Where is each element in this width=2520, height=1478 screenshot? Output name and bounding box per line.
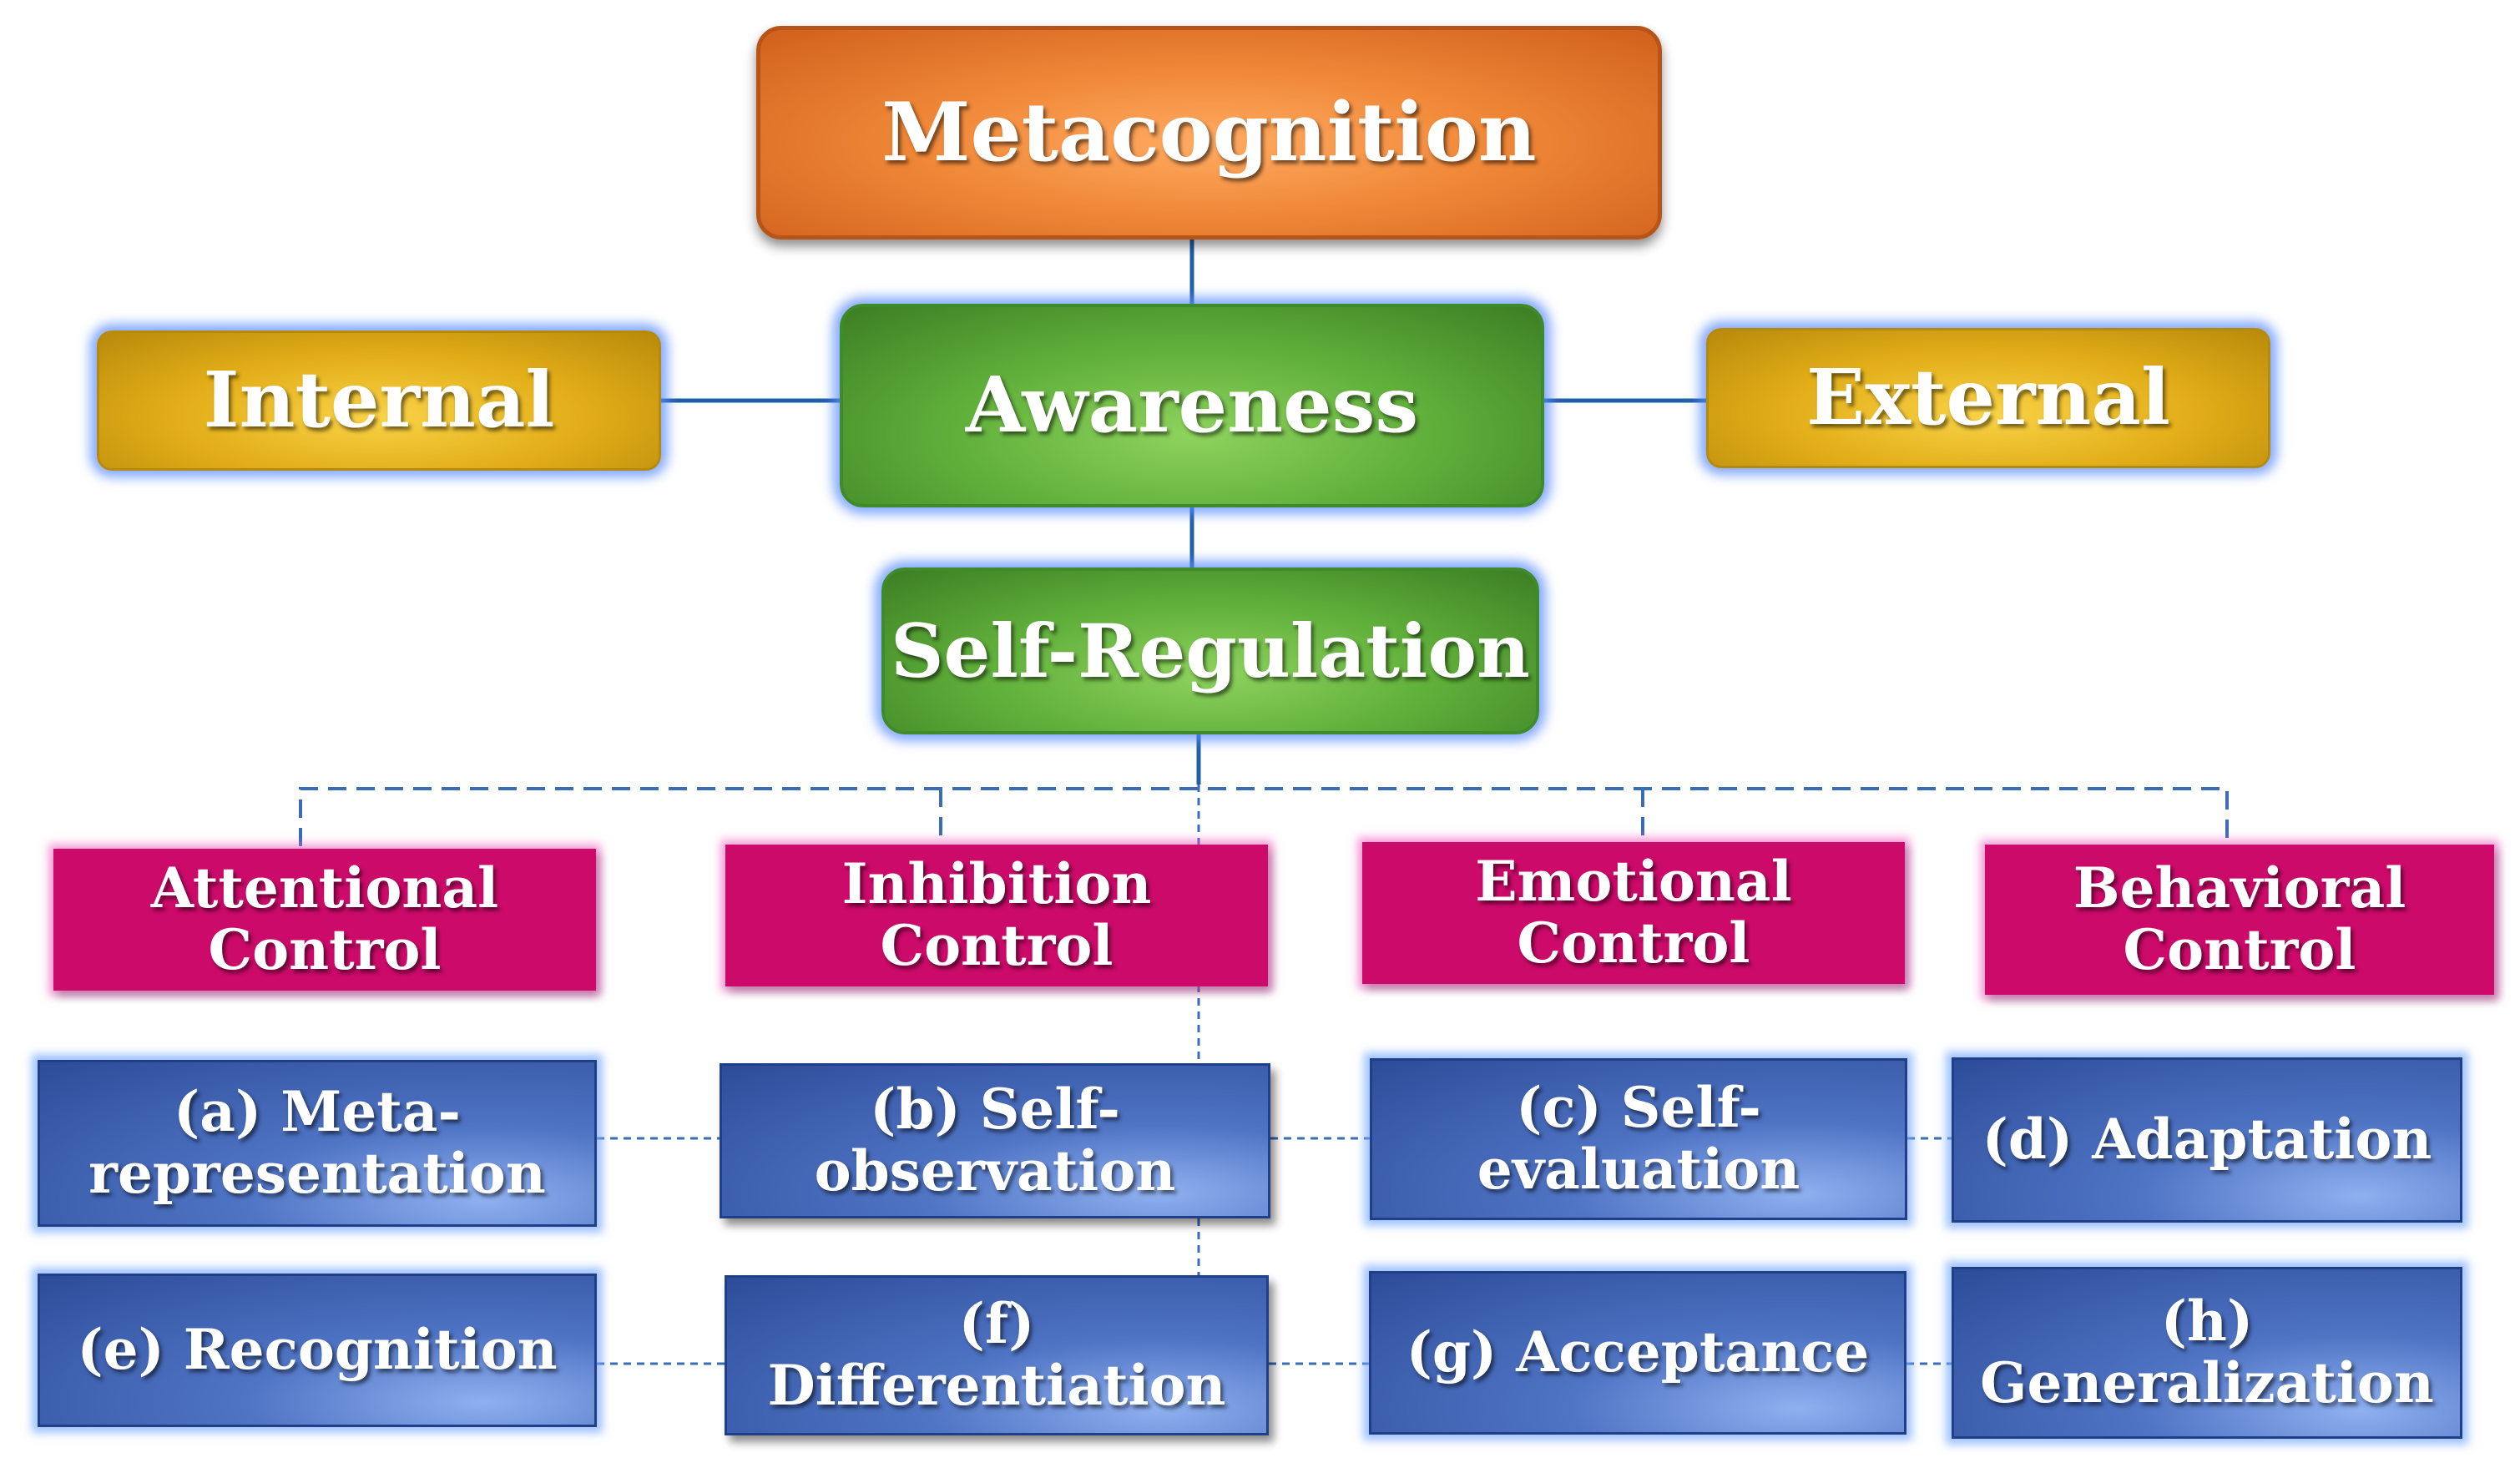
skill-self-evaluation-line1: (c) Self- [1516,1075,1761,1141]
emotional-control-label-line2: Control [1517,911,1750,976]
skill-meta-representation-line2: representation [88,1141,546,1206]
skill-meta-representation-box: (a) Meta- representation [38,1060,597,1227]
behavioral-control-label-line1: Behavioral [2073,855,2406,921]
inhibition-control-label-line1: Inhibition [841,851,1152,917]
skill-acceptance-label: (g) Acceptance [1406,1319,1870,1385]
behavioral-control-box: Behavioral Control [1985,845,2494,995]
skill-recognition-box: (e) Recognition [38,1274,597,1427]
skill-self-observation-line2: observation [814,1138,1176,1203]
metacognition-label: Metacognition [881,85,1537,180]
skill-self-evaluation-line2: evaluation [1477,1137,1800,1202]
skill-generalization-label: (h) Generalization [1980,1289,2434,1415]
internal-label: Internal [203,355,555,446]
self-regulation-box: Self-Regulation [881,567,1539,734]
external-box: External [1706,328,2270,468]
awareness-label: Awareness [965,360,1419,451]
skill-acceptance-box: (g) Acceptance [1369,1271,1906,1435]
emotional-control-box: Emotional Control [1362,842,1905,984]
internal-box: Internal [97,330,661,471]
skill-self-evaluation-box: (c) Self- evaluation [1370,1058,1907,1220]
emotional-control-label-line1: Emotional [1475,849,1792,915]
skill-differentiation-box: (f) Differentiation [725,1275,1269,1435]
external-label: External [1806,352,2170,443]
skill-recognition-label: (e) Recognition [77,1317,558,1383]
inhibition-control-box: Inhibition Control [725,845,1268,986]
metacognition-box: Metacognition [756,26,1662,240]
skill-adaptation-label: (d) Adaptation [1982,1107,2432,1173]
skill-adaptation-box: (d) Adaptation [1952,1057,2462,1223]
attentional-control-box: Attentional Control [53,849,596,991]
awareness-box: Awareness [840,304,1544,507]
skill-self-observation-line1: (b) Self- [870,1077,1120,1143]
attentional-control-label-line1: Attentional [150,855,499,921]
dashed-bracket [299,787,2229,846]
skill-generalization-box: (h) Generalization [1952,1267,2462,1439]
inhibition-control-label-line2: Control [880,913,1114,978]
self-regulation-label: Self-Regulation [890,607,1531,694]
skill-self-observation-box: (b) Self- observation [720,1063,1270,1218]
behavioral-control-label-line2: Control [2123,917,2356,982]
skill-differentiation-label: (f) Differentiation [767,1291,1226,1418]
attentional-control-label-line2: Control [208,917,442,982]
skill-meta-representation-line1: (a) Meta- [174,1079,461,1145]
